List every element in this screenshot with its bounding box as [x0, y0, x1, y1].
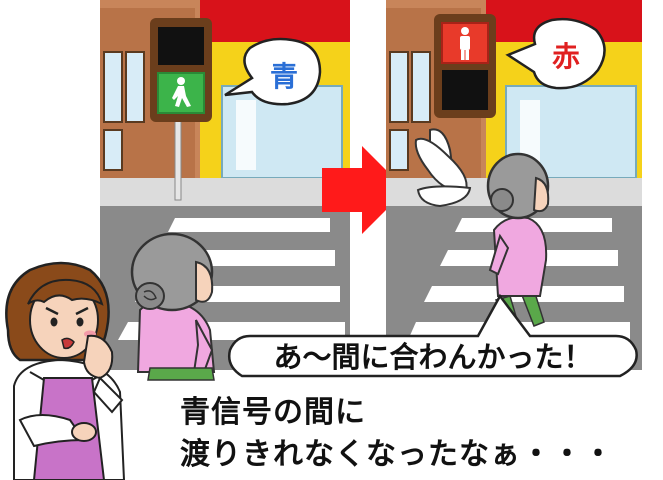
left-awning — [200, 0, 350, 42]
motion-puff — [414, 128, 472, 208]
left-panel: 青 — [100, 0, 350, 381]
right-signal-label: 赤 — [552, 40, 580, 73]
caption: 青信号の間に 渡りきれなくなったなぁ・・・ — [180, 392, 614, 476]
exclaim-bubble: あ～間に合わんかった！ — [228, 293, 638, 378]
right-signal-bubble: 赤 — [505, 17, 606, 90]
right-arrow-icon — [322, 146, 406, 234]
right-panel: 赤 — [386, 0, 642, 370]
worried-woman — [5, 261, 126, 480]
stop-figure-icon — [460, 27, 470, 60]
exclaim-text: あ～間に合わんかった！ — [273, 340, 592, 374]
walk-figure-icon — [172, 77, 191, 107]
left-signal — [150, 18, 212, 122]
caption-line-1: 青信号の間に — [180, 395, 366, 430]
grandma-left — [130, 232, 216, 381]
left-signal-label: 青 — [270, 60, 298, 93]
caption-line-2: 渡りきれなくなったなぁ・・・ — [180, 437, 614, 472]
left-sidewalk — [100, 178, 350, 206]
right-signal — [434, 14, 496, 118]
right-windows — [389, 51, 431, 171]
left-signal-bubble: 青 — [224, 37, 322, 106]
left-windows — [103, 51, 145, 171]
